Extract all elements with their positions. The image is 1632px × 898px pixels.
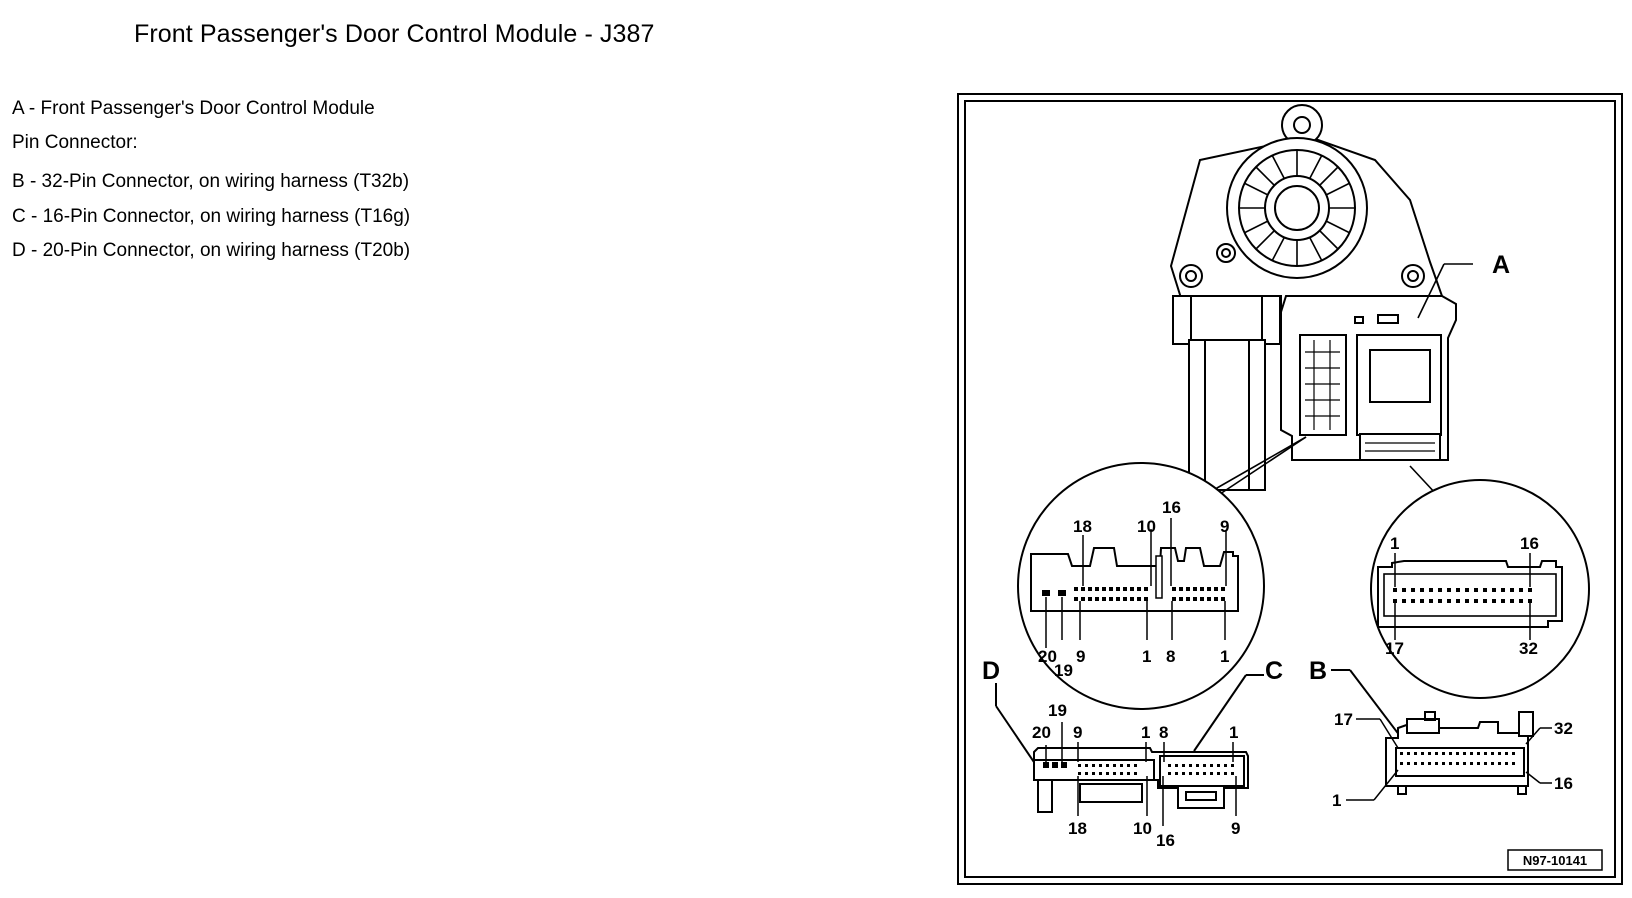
detail-left-pin-8: 8 bbox=[1166, 647, 1175, 666]
figure-frame-outer bbox=[957, 93, 1623, 885]
detail-left-pin-18: 18 bbox=[1073, 517, 1092, 536]
legend-item-a: A - Front Passenger's Door Control Modul… bbox=[12, 98, 375, 119]
conn-b-pin-1: 1 bbox=[1332, 791, 1341, 810]
control-module-a bbox=[1280, 295, 1457, 461]
callout-c: C bbox=[1265, 657, 1283, 685]
detail-left-pin-20: 20 bbox=[1038, 647, 1057, 666]
motor-housing bbox=[1169, 104, 1443, 491]
conn-d-pin-10: 10 bbox=[1133, 819, 1152, 838]
detail-left-pin-9: 9 bbox=[1076, 647, 1085, 666]
legend-list: A - Front Passenger's Door Control Modul… bbox=[12, 91, 410, 269]
connector-d-c bbox=[995, 674, 1264, 826]
callout-a: A bbox=[1492, 251, 1510, 279]
detail-left-pin-9-top: 9 bbox=[1220, 517, 1229, 536]
connector-b bbox=[1331, 669, 1552, 801]
detail-right-pin-32: 32 bbox=[1519, 639, 1538, 658]
detail-circle-left: 18 10 16 9 20 19 9 1 8 1 bbox=[1017, 462, 1265, 710]
conn-b-pin-32: 32 bbox=[1554, 719, 1573, 738]
conn-c-pin-16: 16 bbox=[1156, 831, 1175, 850]
conn-c-pin-9: 9 bbox=[1231, 819, 1240, 838]
callout-d: D bbox=[982, 657, 1000, 685]
conn-d-pin-20: 20 bbox=[1032, 723, 1051, 742]
detail-left-pin-10: 10 bbox=[1137, 517, 1156, 536]
detail-right-pin-17: 17 bbox=[1385, 639, 1404, 658]
conn-d-pin-18: 18 bbox=[1068, 819, 1087, 838]
detail-circle-right: 1 16 17 32 bbox=[1370, 479, 1590, 699]
ref-number: N97-10141 bbox=[1523, 853, 1587, 868]
conn-d-pin-1: 1 bbox=[1141, 723, 1150, 742]
legend-item-c: C - 16-Pin Connector, on wiring harness … bbox=[12, 205, 411, 227]
conn-d-pin-9: 9 bbox=[1073, 723, 1082, 742]
page-title: Front Passenger's Door Control Module - … bbox=[134, 20, 655, 48]
detail-right-pin-16: 16 bbox=[1520, 534, 1539, 553]
conn-d-pin-19: 19 bbox=[1048, 701, 1067, 720]
conn-c-pin-1: 1 bbox=[1229, 723, 1238, 742]
detail-left-pin-16: 16 bbox=[1162, 498, 1181, 517]
leader-lines bbox=[1209, 263, 1473, 499]
conn-c-pin-8: 8 bbox=[1159, 723, 1168, 742]
callout-b: B bbox=[1309, 657, 1327, 685]
legend-item-pin-connector: Pin Connector: bbox=[12, 131, 138, 153]
detail-left-pin-1a: 1 bbox=[1142, 647, 1151, 666]
detail-right-pin-1: 1 bbox=[1390, 534, 1399, 553]
detail-left-pin-1b: 1 bbox=[1220, 647, 1229, 666]
conn-b-pin-17: 17 bbox=[1334, 710, 1353, 729]
figure-frame-inner bbox=[964, 100, 1616, 878]
detail-left-pin-19: 19 bbox=[1054, 661, 1073, 680]
legend-item-d: D - 20-Pin Connector, on wiring harness … bbox=[12, 240, 411, 261]
conn-b-pin-16: 16 bbox=[1554, 774, 1573, 793]
legend-item-b: B - 32-Pin Connector, on wiring harness … bbox=[12, 171, 410, 192]
ref-number-box bbox=[1507, 849, 1603, 871]
